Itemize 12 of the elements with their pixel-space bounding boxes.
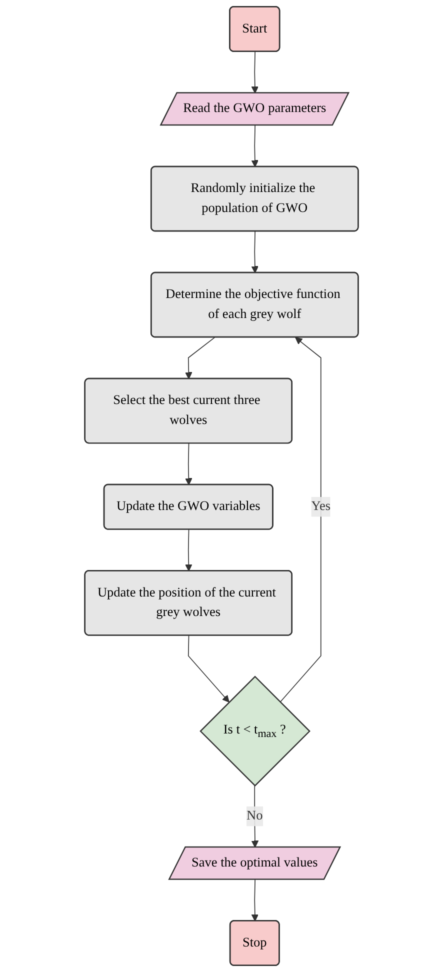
arrow	[251, 879, 259, 922]
arrow	[251, 51, 259, 94]
arrow	[185, 337, 216, 380]
arrow	[251, 125, 259, 168]
arrow	[188, 635, 230, 702]
arrow	[280, 337, 322, 703]
node-diamond: Is t < t$_{max}$ ?	[200, 676, 310, 787]
edge-label: Yes	[311, 499, 331, 514]
edge-label: No	[246, 808, 263, 823]
arrow	[185, 443, 192, 486]
arrow	[185, 529, 192, 572]
arrow	[251, 231, 259, 274]
